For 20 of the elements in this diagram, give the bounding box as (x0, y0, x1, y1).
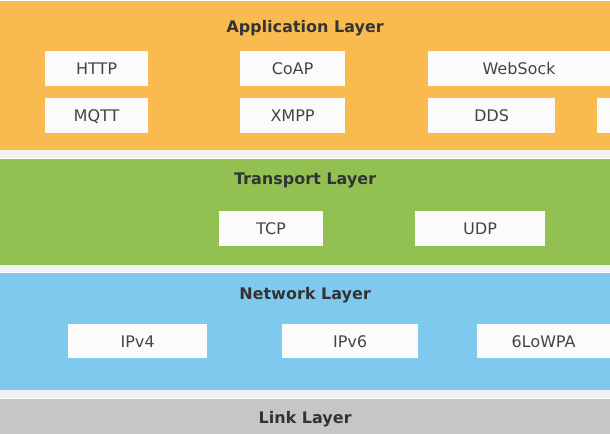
protocol-box: IPv4 (68, 324, 207, 358)
protocol-box: 6LoWPA (477, 324, 610, 358)
protocol-box: TCP (219, 211, 323, 246)
protocol-box: UDP (415, 211, 545, 246)
protocol-box: XMPP (240, 98, 345, 133)
protocol-box: MQTT (45, 98, 148, 133)
layer-title: Link Layer (258, 408, 352, 427)
layer-title: Network Layer (238, 284, 372, 303)
layer-band (0, 272, 610, 390)
protocol-box: DDS (428, 98, 555, 133)
protocol-box: CoAP (240, 51, 345, 86)
layer-band (0, 158, 610, 265)
protocol-box (597, 98, 610, 133)
protocol-box: WebSock (428, 51, 610, 86)
layer-band (0, 398, 610, 434)
layer-title: Transport Layer (233, 169, 377, 188)
layer-title: Application Layer (225, 17, 385, 36)
protocol-box: IPv6 (282, 324, 418, 358)
layer-band (0, 0, 610, 150)
protocol-box: HTTP (45, 51, 148, 86)
